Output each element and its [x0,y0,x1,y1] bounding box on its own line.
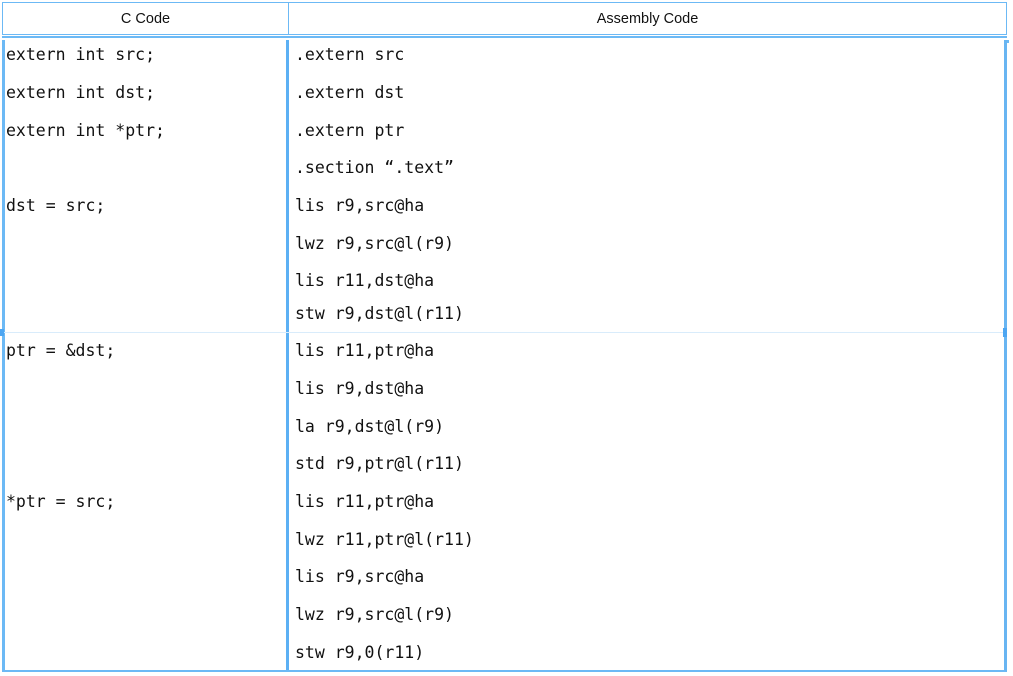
row-divider-0 [0,332,1007,333]
column-header-assembly-code: Assembly Code [288,2,1007,35]
column-divider [286,40,289,670]
header-separator-upper [2,36,1007,38]
table-body [2,40,1007,672]
table-header-row: C Code Assembly Code [2,2,1007,35]
column-header-c-code: C Code [2,2,289,35]
